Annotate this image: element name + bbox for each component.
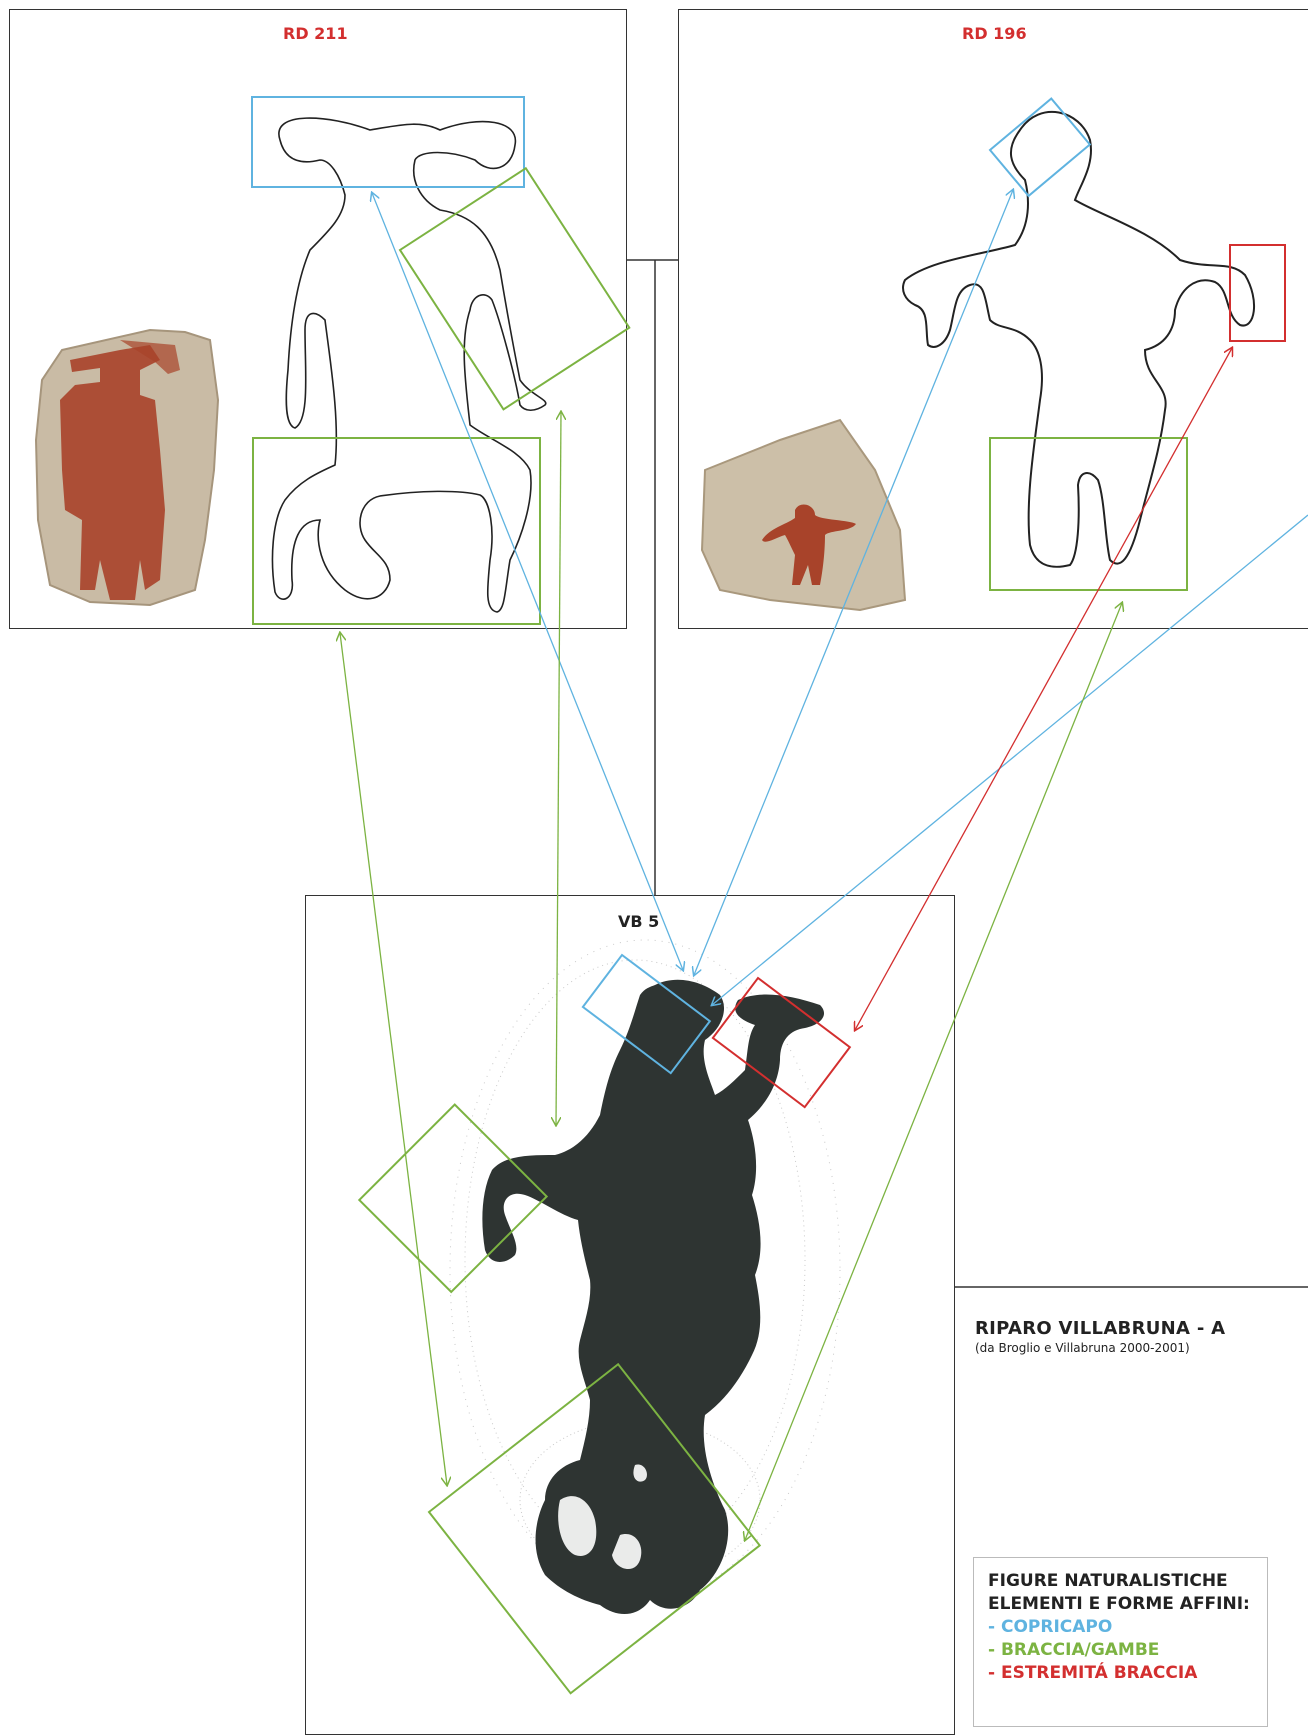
legend-heading-2: ELEMENTI E FORME AFFINI: — [988, 1593, 1253, 1616]
legend-item-estremita-braccia: - ESTREMITÁ BRACCIA — [988, 1662, 1253, 1685]
arrow-green-legs-rd211-vb5 — [340, 633, 447, 1485]
site-source: (da Broglio e Villabruna 2000-2001) — [975, 1341, 1225, 1355]
rd211-figure-outline — [272, 118, 545, 612]
legend-item-braccia-gambe: - BRACCIA/GAMBE — [988, 1639, 1253, 1662]
rd211-title: RD 211 — [283, 24, 348, 43]
rd196-title: RD 196 — [962, 24, 1027, 43]
rd211-rock-photo — [36, 330, 218, 605]
site-info: RIPARO VILLABRUNA - A (da Broglio e Vill… — [975, 1318, 1225, 1355]
vb5-arm-box — [359, 1105, 546, 1292]
legend-heading-1: FIGURE NATURALISTICHE — [988, 1570, 1253, 1593]
legend: FIGURE NATURALISTICHE ELEMENTI E FORME A… — [973, 1557, 1268, 1727]
arrow-green-arm-rd211-vb5 — [556, 412, 561, 1125]
vb5-dark-figure — [482, 980, 824, 1614]
legend-item-copricapo: - COPRICAPO — [988, 1616, 1253, 1639]
arrow-blue-rd211-vb5 — [372, 193, 683, 970]
rd196-rock-photo — [702, 420, 905, 610]
site-title: RIPARO VILLABRUNA - A — [975, 1318, 1225, 1339]
rd196-figure-outline — [903, 112, 1254, 567]
arrow-green-legs-rd196-vb5 — [745, 603, 1122, 1540]
vb5-title: VB 5 — [618, 912, 659, 931]
